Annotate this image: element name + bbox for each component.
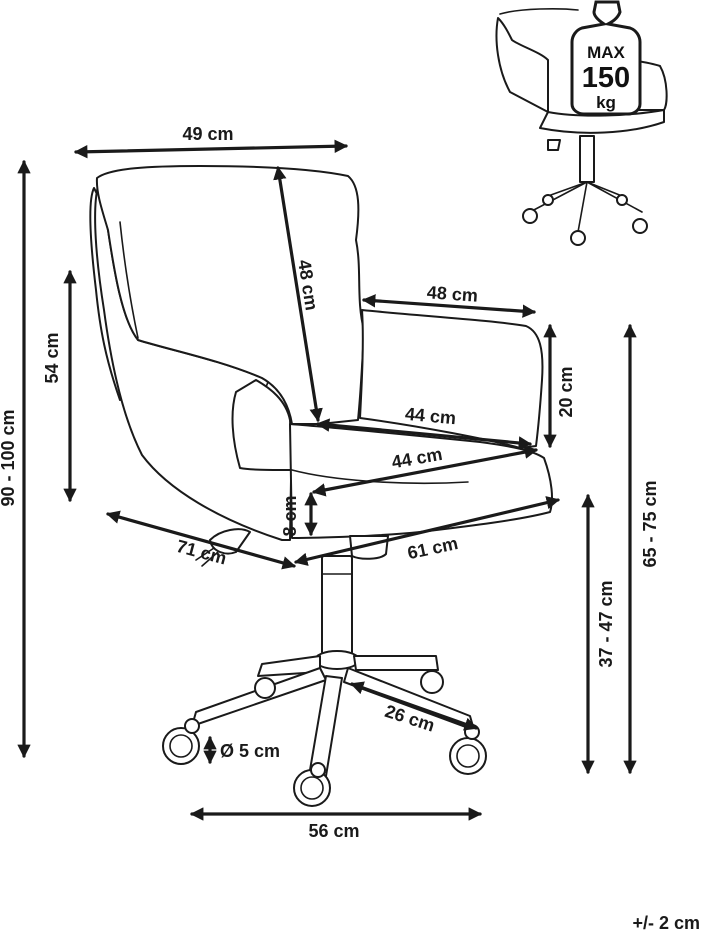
label-tolerance: +/- 2 cm xyxy=(632,913,700,933)
dim-line-seat-width-bottom xyxy=(312,445,538,497)
label-back-height: 54 cm xyxy=(42,332,62,383)
badge-weight-value: 150 xyxy=(582,62,630,94)
dim-line-seat-depth xyxy=(361,294,537,318)
label-base-width: 56 cm xyxy=(308,821,359,841)
label-seat-thickness: 8 cm xyxy=(280,495,300,536)
label-seat-width-top: 44 cm xyxy=(404,404,457,428)
label-width-diagonal: 61 cm xyxy=(406,533,460,563)
label-seat-depth: 48 cm xyxy=(426,282,478,306)
chair-illustration xyxy=(89,165,553,807)
max-load-badge: MAX 150 kg xyxy=(570,0,642,116)
max-load-illustration: MAX 150 kg xyxy=(495,0,668,246)
caster-left xyxy=(162,718,200,765)
badge-max-label: MAX xyxy=(587,43,625,62)
label-total-height: 90 - 100 cm xyxy=(0,409,18,506)
dimension-lines xyxy=(17,139,637,821)
label-armrest-height: 20 cm xyxy=(556,366,576,417)
caster-right xyxy=(449,724,487,775)
label-total-width: 49 cm xyxy=(182,124,233,144)
dim-line-depth-diagonal xyxy=(106,510,296,570)
label-arm-height-range: 65 - 75 cm xyxy=(640,480,660,567)
badge-unit-label: kg xyxy=(596,93,616,112)
dim-line-backrest-height xyxy=(273,166,323,422)
dim-line-total-width xyxy=(73,139,349,159)
label-seat-height-range: 37 - 47 cm xyxy=(596,580,616,667)
label-wheel-diameter: Ø 5 cm xyxy=(220,741,280,761)
dim-line-seat-width-top xyxy=(315,418,533,450)
dim-line-leg-length xyxy=(350,681,478,731)
dim-line-width-diagonal xyxy=(294,496,560,566)
caster-front xyxy=(293,762,331,807)
